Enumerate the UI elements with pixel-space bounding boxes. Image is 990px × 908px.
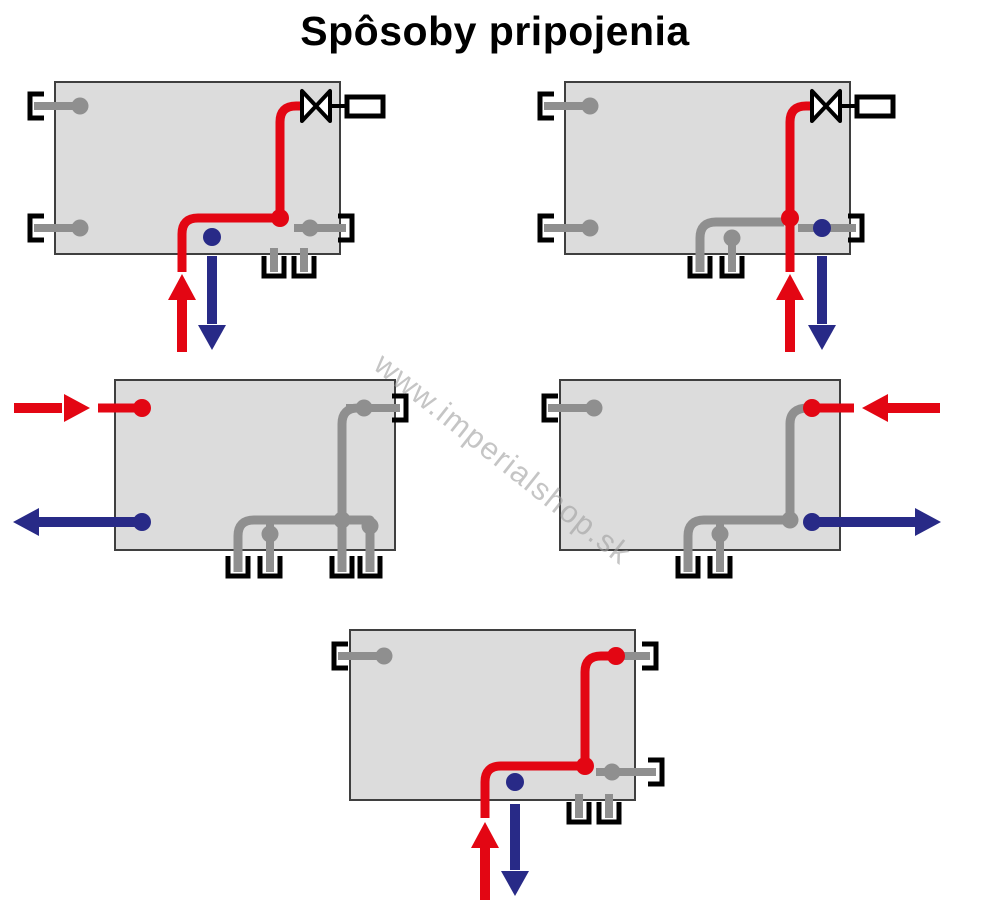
supply-pipe-inlet <box>480 761 585 818</box>
arrowhead <box>915 508 941 536</box>
diagram-2 <box>537 81 896 352</box>
stub-joint <box>375 647 393 665</box>
diagram-1 <box>27 81 386 352</box>
cap-bracket <box>291 256 317 279</box>
diagram-5 <box>331 629 665 900</box>
diagram-3 <box>13 379 409 579</box>
supply-flow-arrow-in <box>862 394 940 422</box>
supply-pipe-inlet <box>177 213 280 272</box>
junction-dot <box>781 511 799 529</box>
cap-bracket <box>642 641 659 671</box>
valve-left-triangle <box>810 89 828 123</box>
arrowhead <box>501 871 529 896</box>
return-flow-arrow-out <box>13 508 142 536</box>
cap-bracket <box>675 556 701 579</box>
return-dot <box>506 773 524 791</box>
cap-bracket <box>338 213 355 243</box>
internal-riser-pipe <box>337 403 364 572</box>
cap-bracket <box>537 213 554 243</box>
return-dot <box>813 219 831 237</box>
cap-bracket <box>27 213 44 243</box>
cap-bracket <box>596 802 622 825</box>
arrowhead <box>862 394 888 422</box>
cap-bracket <box>331 641 348 671</box>
diagram-4 <box>541 379 941 579</box>
stub-joint <box>723 229 741 247</box>
stub-joint <box>71 97 89 115</box>
stub-joint <box>261 525 279 543</box>
valve-actuator <box>344 94 386 119</box>
return-flow-arrow-down <box>501 804 529 896</box>
cap-bracket <box>392 393 409 423</box>
supply-flow-arrow-up <box>776 274 804 352</box>
page-title: Spôsoby pripojenia <box>300 8 690 54</box>
valve-actuator <box>854 94 896 119</box>
cap-bracket <box>848 213 865 243</box>
stub-joint <box>585 399 603 417</box>
supply-pipe-riser <box>785 101 813 272</box>
valve-icon <box>810 89 896 123</box>
cap-bracket <box>27 91 44 121</box>
supply-flow-arrow-up <box>471 822 499 900</box>
supply-pipe-riser <box>580 651 616 766</box>
cap-bracket <box>541 393 558 423</box>
return-dot <box>203 228 221 246</box>
return-flow-arrow-down <box>198 256 226 350</box>
supply-dot <box>607 647 625 665</box>
stub-joint <box>301 219 319 237</box>
cap-bracket <box>719 256 745 279</box>
stub-joint <box>711 525 729 543</box>
junction-dot <box>333 511 351 529</box>
internal-pipe-elbow <box>695 217 784 272</box>
arrowhead <box>808 325 836 350</box>
internal-bottom-pipe <box>683 515 790 572</box>
supply-flow-arrow-up <box>168 274 196 352</box>
supply-dot <box>803 399 821 417</box>
arrowhead <box>13 508 39 536</box>
cap-bracket <box>707 556 733 579</box>
cap-bracket <box>261 256 287 279</box>
arrowhead <box>471 822 499 848</box>
cap-bracket <box>329 556 355 579</box>
supply-pipe-riser <box>275 101 303 216</box>
supply-junction-dot <box>271 209 289 227</box>
stub-joint <box>361 517 379 535</box>
cap-bracket <box>257 556 283 579</box>
stub-joint <box>581 97 599 115</box>
cap-bracket <box>225 556 251 579</box>
supply-junction-dot <box>576 757 594 775</box>
valve-icon <box>300 89 386 123</box>
cap-bracket <box>357 556 383 579</box>
cap-bracket <box>648 757 665 787</box>
cap-bracket <box>687 256 713 279</box>
arrowhead <box>198 325 226 350</box>
arrowhead <box>64 394 90 422</box>
arrowhead <box>776 274 804 300</box>
return-flow-arrow-out <box>812 508 941 536</box>
supply-dot <box>133 399 151 417</box>
supply-flow-arrow-in <box>14 394 90 422</box>
internal-bottom-pipe <box>233 515 342 572</box>
stub-joint <box>581 219 599 237</box>
return-flow-arrow-down <box>808 256 836 350</box>
arrowhead <box>168 274 196 300</box>
cap-bracket <box>566 802 592 825</box>
valve-left-triangle <box>300 89 318 123</box>
supply-junction-dot <box>781 209 799 227</box>
stub-joint <box>71 219 89 237</box>
cap-bracket <box>537 91 554 121</box>
stub-joint <box>603 763 621 781</box>
return-dot <box>803 513 821 531</box>
return-dot <box>133 513 151 531</box>
